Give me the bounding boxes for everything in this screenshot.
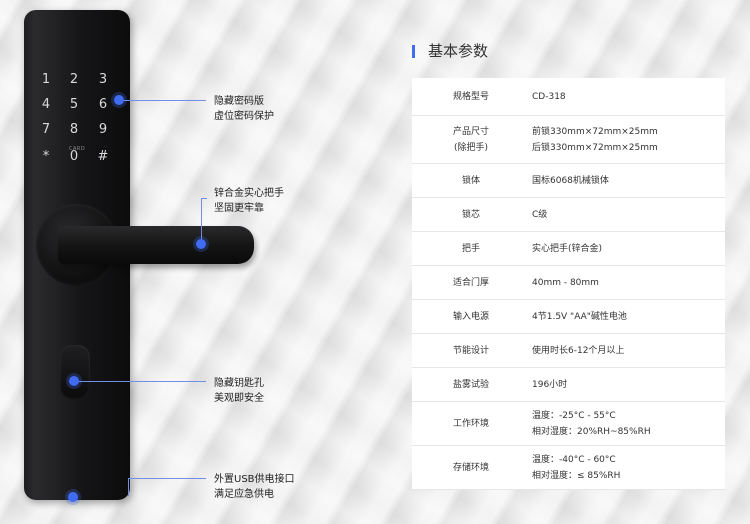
spec-value: 实心把手(锌合金) bbox=[530, 241, 725, 257]
keyhole-cover bbox=[60, 345, 90, 399]
spec-key: 存储环境 bbox=[412, 460, 530, 476]
callout-handle: 锌合金实心把手 坚固更牢靠 bbox=[214, 186, 284, 216]
key-2: 2 bbox=[69, 72, 79, 87]
spec-value-line: 相对湿度：≤ 85%RH bbox=[532, 470, 621, 481]
callout-keyhole-line2: 美观即安全 bbox=[214, 393, 264, 404]
spec-value: 温度：-40°C - 60°C 相对湿度：≤ 85%RH bbox=[530, 452, 725, 484]
key-6: 6 bbox=[98, 97, 108, 112]
callout-line-keyhole bbox=[79, 381, 206, 382]
callout-dot-handle bbox=[196, 239, 206, 249]
spec-key: 规格型号 bbox=[412, 89, 530, 105]
callout-dot-keypad bbox=[114, 95, 124, 105]
callout-line-usb-v bbox=[128, 478, 129, 496]
spec-key: 锁体 bbox=[412, 173, 530, 189]
spec-key: 盐雾试验 bbox=[412, 377, 530, 393]
callout-keypad-line2: 虚位密码保护 bbox=[214, 111, 274, 122]
callout-usb-line1: 外置USB供电接口 bbox=[214, 474, 295, 485]
key-8: 8 bbox=[69, 122, 79, 137]
callout-dot-usb bbox=[68, 492, 78, 502]
spec-row: 盐雾试验 196小时 bbox=[412, 368, 725, 402]
spec-key: 输入电源 bbox=[412, 309, 530, 325]
spec-value-line: 温度：-40°C - 60°C bbox=[532, 454, 616, 465]
spec-key-line: 存储环境 bbox=[452, 462, 489, 473]
callout-keypad-line1: 隐藏密码版 bbox=[214, 96, 264, 107]
spec-key-line: 盐雾试验 bbox=[452, 379, 489, 390]
key-5: 5 bbox=[69, 97, 79, 112]
spec-value: C级 bbox=[530, 207, 725, 223]
spec-row: 存储环境 温度：-40°C - 60°C 相对湿度：≤ 85%RH bbox=[412, 446, 725, 490]
spec-row: 产品尺寸 (除把手) 前锁330mm×72mm×25mm 后锁330mm×72mm×2… bbox=[412, 116, 725, 164]
callout-handle-line1: 锌合金实心把手 bbox=[214, 188, 284, 199]
section-title: 基本参数 bbox=[428, 42, 489, 60]
spec-value-line: 国标6068机械锁体 bbox=[532, 175, 609, 186]
spec-row: 锁体 国标6068机械锁体 bbox=[412, 164, 725, 198]
spec-value-line: 前锁330mm×72mm×25mm bbox=[532, 126, 658, 137]
callout-dot-keyhole bbox=[69, 376, 79, 386]
callout-usb: 外置USB供电接口 满足应急供电 bbox=[214, 472, 295, 502]
spec-value: 40mm - 80mm bbox=[530, 275, 725, 291]
spec-row: 工作环境 温度：-25°C - 55°C 相对湿度：20%RH~85%RH bbox=[412, 402, 725, 446]
spec-value-line: 使用时长6-12个月以上 bbox=[532, 345, 625, 356]
lever-handle bbox=[58, 226, 254, 264]
spec-value-line: 温度：-25°C - 55°C bbox=[532, 410, 616, 421]
spec-value: 196小时 bbox=[530, 377, 725, 393]
spec-table: 规格型号 CD-318 产品尺寸 (除把手) 前锁330mm×72mm×25mm 后锁33… bbox=[412, 78, 725, 490]
spec-value-line: 40mm - 80mm bbox=[532, 277, 599, 288]
key-3: 3 bbox=[98, 72, 108, 87]
key-1: 1 bbox=[41, 72, 51, 87]
spec-value-line: 实心把手(锌合金) bbox=[532, 243, 603, 254]
callout-usb-line2: 满足应急供电 bbox=[214, 489, 274, 500]
key-9: 9 bbox=[98, 122, 108, 137]
spec-key: 产品尺寸 (除把手) bbox=[412, 124, 530, 156]
key-0: 0 bbox=[69, 149, 79, 164]
spec-row: 适合门厚 40mm - 80mm bbox=[412, 266, 725, 300]
spec-value-line: 196小时 bbox=[532, 379, 568, 390]
spec-value: 温度：-25°C - 55°C 相对湿度：20%RH~85%RH bbox=[530, 408, 725, 440]
spec-key: 把手 bbox=[412, 241, 530, 257]
callout-keypad: 隐藏密码版 虚位密码保护 bbox=[214, 94, 274, 124]
spec-key: 节能设计 bbox=[412, 343, 530, 359]
key-hash: # bbox=[97, 149, 109, 164]
spec-key: 锁芯 bbox=[412, 207, 530, 223]
spec-key-line: 规格型号 bbox=[452, 91, 489, 102]
section-title-accent bbox=[412, 45, 415, 58]
spec-key: 适合门厚 bbox=[412, 275, 530, 291]
spec-value: 使用时长6-12个月以上 bbox=[530, 343, 725, 359]
spec-key: 工作环境 bbox=[412, 416, 530, 432]
spec-key-line: 产品尺寸 bbox=[452, 126, 489, 137]
spec-key-line: 锁体 bbox=[461, 175, 480, 186]
spec-row: 锁芯 C级 bbox=[412, 198, 725, 232]
spec-row: 输入电源 4节1.5V "AA"碱性电池 bbox=[412, 300, 725, 334]
spec-value-line: 4节1.5V "AA"碱性电池 bbox=[532, 311, 627, 322]
spec-row: 规格型号 CD-318 bbox=[412, 78, 725, 116]
spec-value-line: 相对湿度：20%RH~85%RH bbox=[532, 426, 651, 437]
spec-key-line: 把手 bbox=[461, 243, 480, 254]
spec-key-line: (除把手) bbox=[453, 142, 489, 153]
spec-value-line: C级 bbox=[532, 209, 548, 220]
spec-value: 前锁330mm×72mm×25mm 后锁330mm×72mm×25mm bbox=[530, 124, 725, 156]
spec-key-line: 工作环境 bbox=[452, 418, 489, 429]
key-4: 4 bbox=[41, 97, 51, 112]
callout-handle-line2: 坚固更牢靠 bbox=[214, 203, 264, 214]
spec-value-line: 后锁330mm×72mm×25mm bbox=[532, 142, 658, 153]
callout-line-usb bbox=[128, 478, 206, 479]
spec-value: 4节1.5V "AA"碱性电池 bbox=[530, 309, 725, 325]
callout-line-handle-h bbox=[201, 198, 207, 199]
spec-value: 国标6068机械锁体 bbox=[530, 173, 725, 189]
spec-key-line: 锁芯 bbox=[461, 209, 480, 220]
spec-key-line: 输入电源 bbox=[452, 311, 489, 322]
spec-key-line: 适合门厚 bbox=[452, 277, 489, 288]
callout-keyhole-line1: 隐藏钥匙孔 bbox=[214, 378, 264, 389]
callout-line-handle-v bbox=[201, 198, 202, 239]
spec-row: 把手 实心把手(锌合金) bbox=[412, 232, 725, 266]
spec-row: 节能设计 使用时长6-12个月以上 bbox=[412, 334, 725, 368]
callout-keyhole: 隐藏钥匙孔 美观即安全 bbox=[214, 376, 264, 406]
spec-value-line: CD-318 bbox=[532, 91, 566, 102]
key-7: 7 bbox=[41, 122, 51, 137]
spec-value: CD-318 bbox=[530, 89, 725, 105]
callout-line-keypad bbox=[124, 100, 206, 101]
key-star: * bbox=[42, 149, 50, 164]
card-label: CARD bbox=[69, 146, 86, 152]
spec-key-line: 节能设计 bbox=[452, 345, 489, 356]
